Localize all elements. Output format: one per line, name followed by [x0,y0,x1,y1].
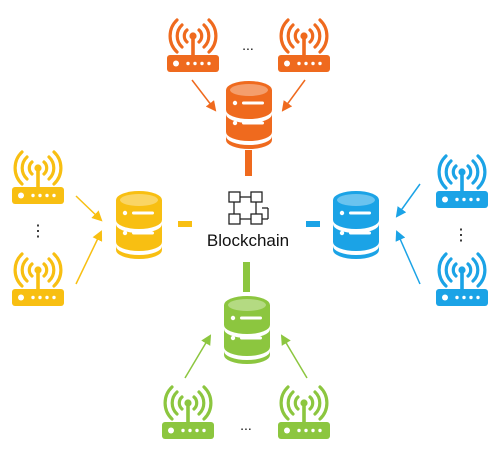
blockchain-center: Blockchain [207,191,289,250]
wifi-router-icon [434,154,490,210]
blockchain-label: Blockchain [207,231,289,250]
ellipsis-top: ... [242,37,254,53]
wifi-router-icon [10,252,66,308]
arrow-left-bottom [75,230,103,285]
arrow-top-right [281,79,306,112]
arrow-bottom-right [280,334,308,379]
arrow-left-top [75,195,103,222]
arrow-bottom-left [184,334,212,379]
database-server-icon [333,191,379,259]
database-server-icon [116,191,162,259]
vertical-ellipsis-left: ⋮ [30,223,46,240]
connector-bottom [243,262,250,292]
cluster-left: ⋮ [10,150,192,308]
arrow-top-left [191,79,217,112]
connector-top [245,150,252,176]
wifi-router-icon [434,252,490,308]
database-server-icon [226,81,272,149]
database-server-icon [224,296,270,364]
connector-right [306,221,320,227]
arrow-right-bottom [395,230,421,285]
cluster-bottom: ... [160,262,332,441]
wifi-router-icon [276,385,332,441]
wifi-router-icon [10,150,66,206]
wifi-router-icon [165,18,221,74]
vertical-ellipsis-right: ⋮ [453,227,469,244]
blockchain-blocks-icon [228,191,269,225]
arrow-right-top [395,183,421,218]
connector-left [178,221,192,227]
cluster-right: ⋮ [306,154,490,308]
wifi-router-icon [160,385,216,441]
ellipsis-bottom: ... [240,417,252,433]
cluster-top: ... [165,18,332,176]
wifi-router-icon [276,18,332,74]
